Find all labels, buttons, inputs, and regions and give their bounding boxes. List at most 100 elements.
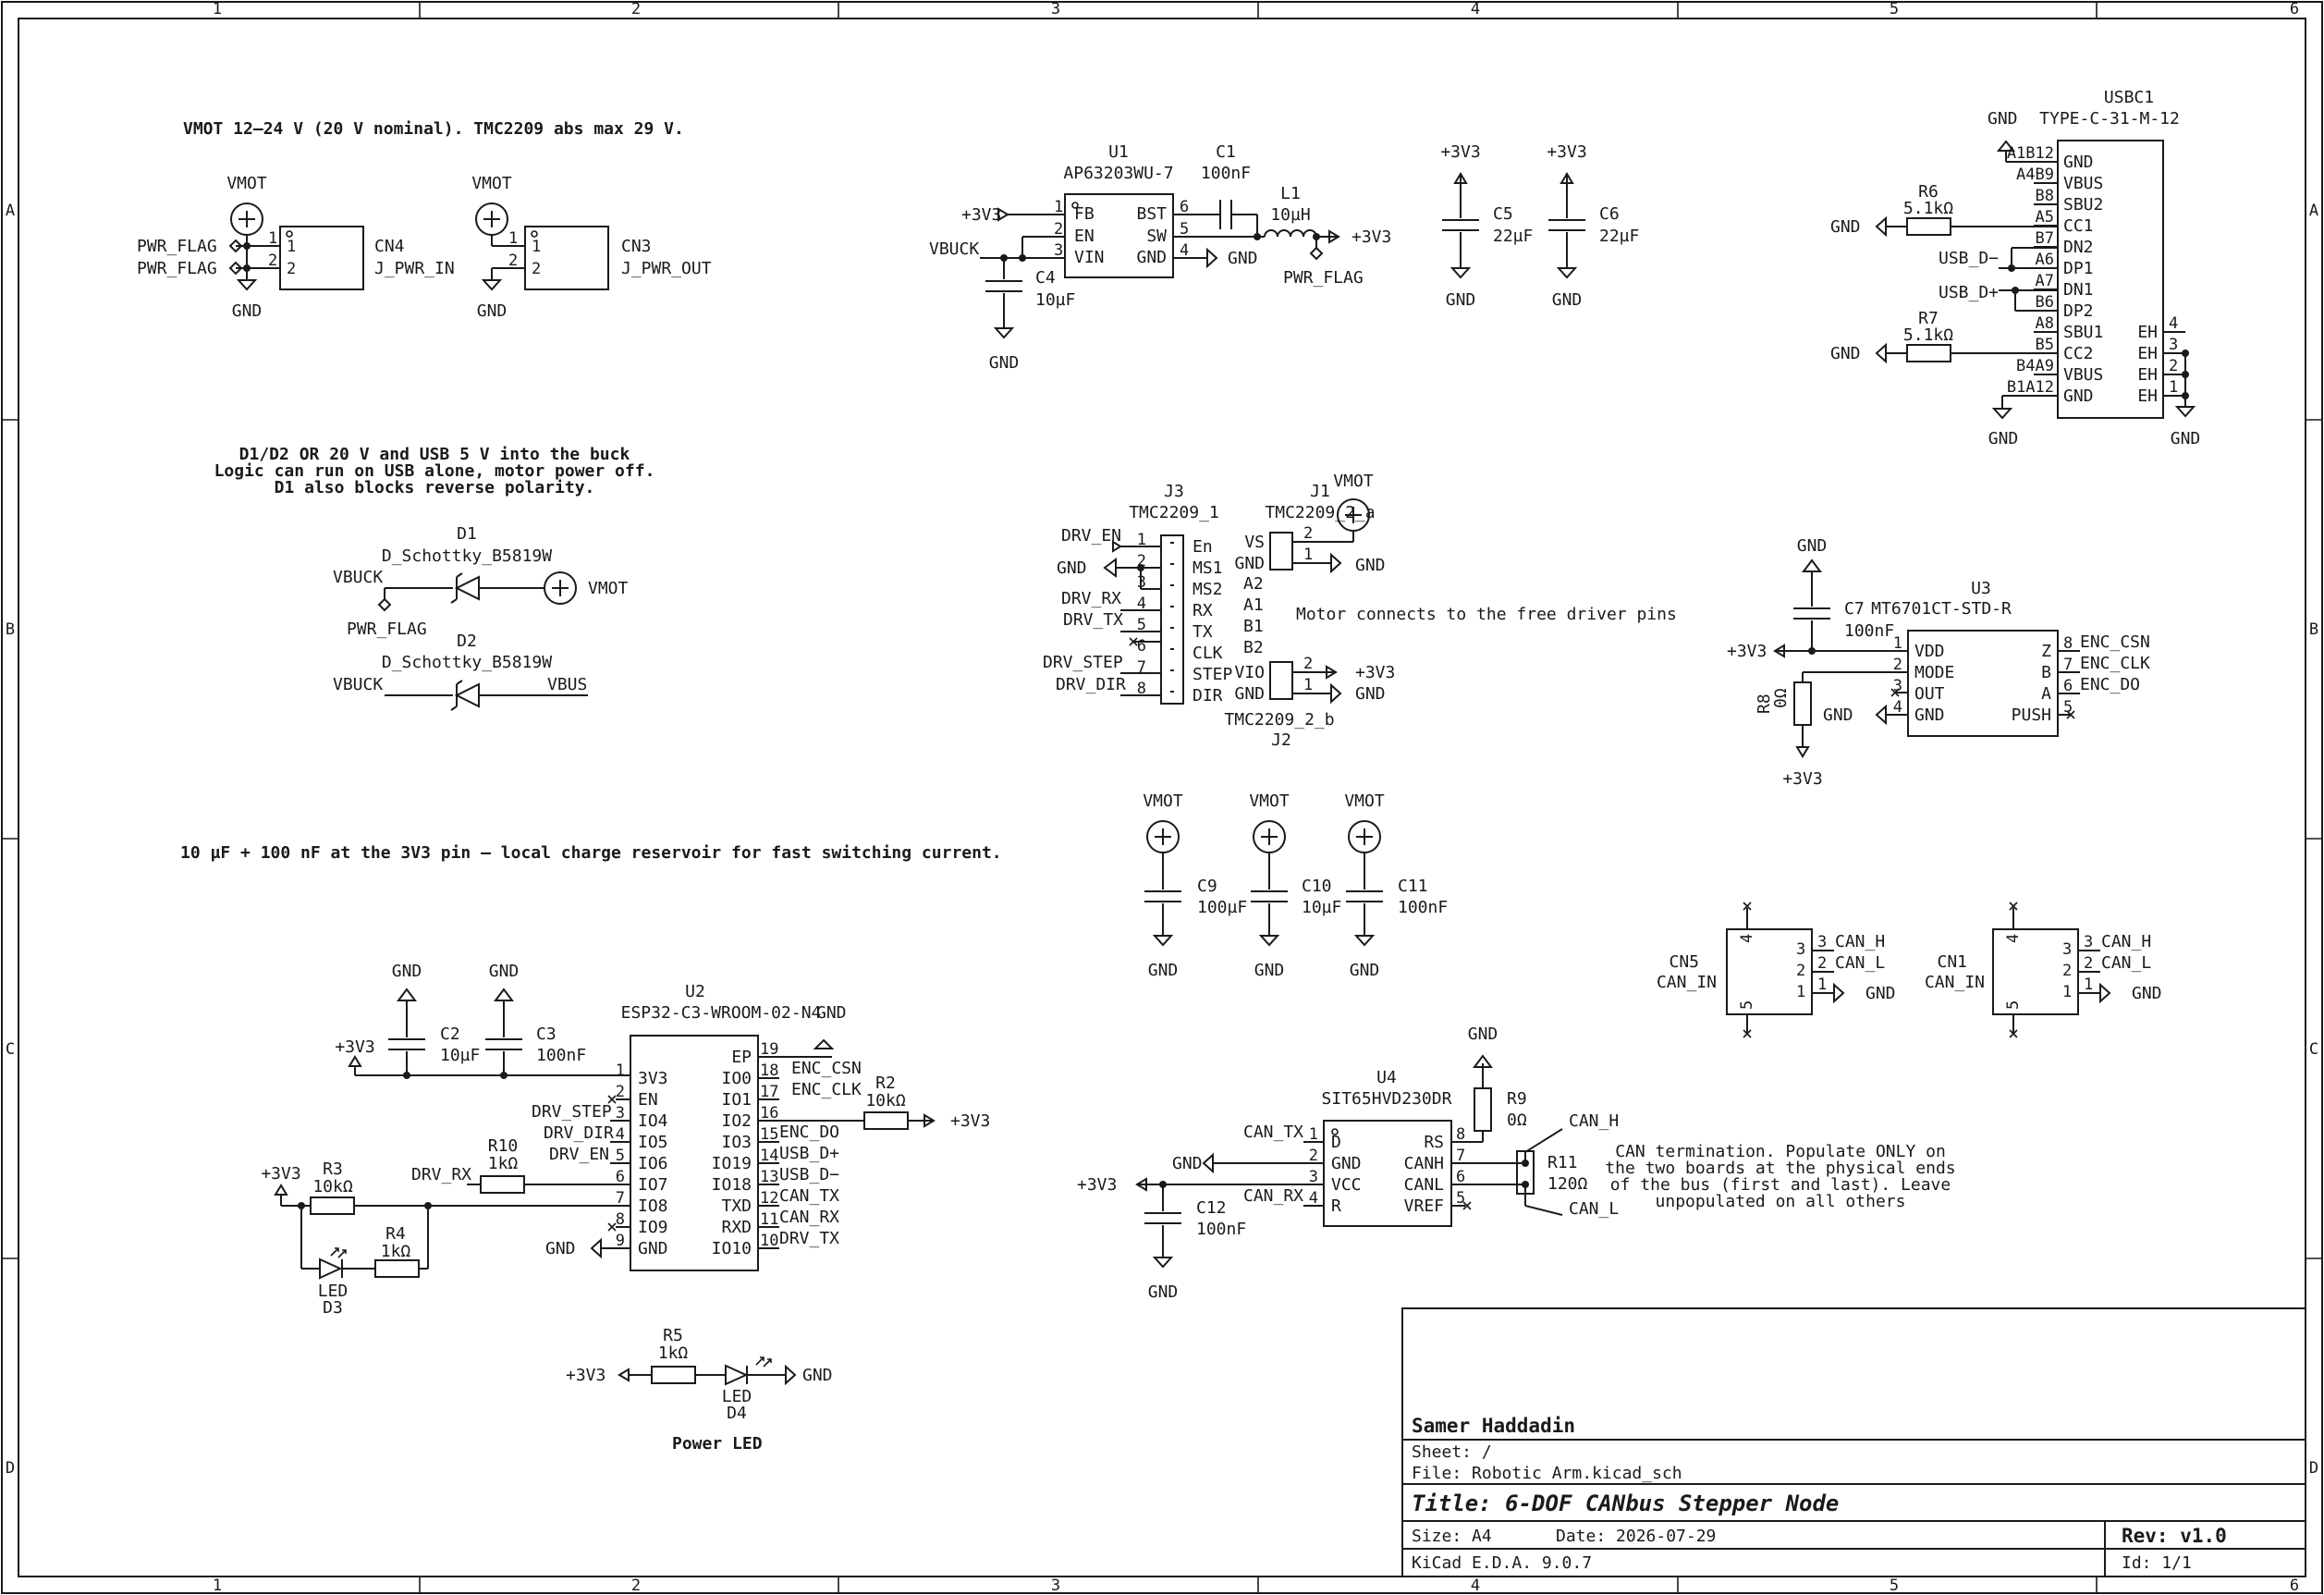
net-gnd-c2: GND [392,962,422,981]
r5-ref: R5 [663,1326,683,1345]
u2-pin-name: IO7 [638,1175,668,1195]
r9-ref: R9 [1507,1089,1527,1109]
svg-text:2: 2 [268,252,277,270]
j2-pin-name: GND [1234,684,1265,704]
net-drv-tx-j3: DRV_TX [1063,610,1123,630]
r2-value: 10kΩ [865,1091,906,1110]
net-gnd-u3: GND [1823,705,1853,725]
svg-text:2: 2 [2062,962,2072,980]
frame-col-3-top: 3 [1051,0,1060,18]
gnd-icon [1833,982,1845,1004]
j2-pin-number: 2 [1303,655,1313,673]
gnd-icon [785,1364,797,1386]
c9-ref: C9 [1197,877,1217,896]
net-vmot-d1: VMOT [588,579,629,598]
gnd-icon [1206,247,1218,269]
u2-pin-number: 15 [760,1125,778,1144]
c1-ref: C1 [1216,142,1236,162]
u2-pin-name: IO0 [721,1069,752,1088]
u2-pin-number: 1 [616,1061,625,1080]
usbc1-eh-name: EH [2137,386,2158,406]
svg-text:2: 2 [1796,962,1805,980]
gnd-icon [1449,267,1472,279]
u4-pin-name: VCC [1331,1175,1362,1195]
net-gnd-c3: GND [489,962,520,981]
c1-value: 100nF [1201,164,1251,183]
net-vbuck-d2: VBUCK [333,675,383,694]
j1-pin-name: VS [1244,533,1265,552]
net-can-h-cn5: CAN_H [1835,932,1885,951]
net-vmot-c9: VMOT [1143,791,1183,811]
frame-row-a-left: A [6,202,15,220]
v3v3-arrow-icon [1328,229,1340,244]
net-can-l-cn5: CAN_L [1835,953,1885,973]
net-gnd-u4: GND [1172,1154,1203,1173]
frame-col-6-top: 6 [2290,0,2299,18]
u2-pin-name: IO1 [721,1090,752,1110]
j3-pin-name: STEP [1193,665,1233,684]
l1-coil [1264,229,1317,238]
j3-pin-number: 5 [1137,616,1146,634]
usbc1-pin-name: DN1 [2063,280,2094,300]
title-size: Size: A4 [1412,1527,1492,1546]
title-file: File: Robotic Arm.kicad_sch [1412,1464,1682,1483]
u3-pin-name: VDD [1914,642,1945,661]
note-diode-1: D1/D2 OR 20 V and USB 5 V into the buck [239,445,630,464]
l1-value: 10µH [1270,205,1310,225]
net-enc-do-u3: ENC_DO [2080,675,2140,694]
u2-pin-number: 6 [616,1168,625,1186]
frame-col-4-bottom: 4 [1471,1577,1480,1595]
u3-ref: U3 [1971,579,1991,598]
notes-plain: Motor connects to the free driver pins C… [1296,605,1956,1211]
net-gnd-d4: GND [802,1366,833,1385]
driver-free-pin: A2 [1243,574,1264,594]
j1-body [1269,532,1293,571]
usbc1-pin-name: CC1 [2063,216,2094,236]
d1-triangle [454,575,480,601]
usbc1-pin-number: B8 [2036,187,2054,205]
frame-col-1-bottom: 1 [213,1577,222,1595]
u1-pin-fb: FB [1074,204,1095,224]
svg-text:1: 1 [1054,198,1063,216]
net-gnd-usbc-top: GND [1988,109,2018,129]
frame-col-3-bottom: 3 [1051,1577,1060,1595]
svg-text:1: 1 [508,229,518,248]
u2-pin-number: 11 [760,1210,778,1229]
gnd-icon [1473,1054,1493,1068]
pwr-flag-icon [228,261,243,276]
c11-ref: C11 [1398,877,1428,896]
c4-value: 10µF [1035,290,1075,310]
usbc1-pin-name: SBU2 [2063,195,2103,215]
note-diode-2: Logic can run on USB alone, motor power … [214,461,655,481]
c2-value: 10µF [440,1046,480,1065]
j1-pin-number: 2 [1303,524,1313,543]
r8-value: 0Ω [1771,688,1791,708]
u3-pin-name: MODE [1914,663,1954,682]
pwr-flag-icon [228,239,243,253]
usb-c-connector: USBC1 TYPE-C-31-M-12 GND GNDA1B12VBUSA4B… [1830,88,2200,448]
c7-ref: C7 [1844,599,1865,619]
svg-text:2: 2 [1054,220,1063,239]
u3-pin-number: 4 [1893,698,1902,717]
gnd-icon [1556,267,1578,279]
net-gnd-cn4: GND [232,301,263,321]
c3-value: 100nF [536,1046,586,1065]
j2-pin-number: 1 [1303,676,1313,694]
j1-pin-number: 1 [1303,546,1313,564]
u4-value: SIT65HVD230DR [1322,1089,1452,1109]
v3v3-arrow-icon [618,1368,630,1382]
cn4-ref: CN4 [374,237,405,256]
u2-pin-name: TXD [721,1196,752,1216]
net-drv-en-j3: DRV_EN [1061,526,1121,546]
u2-pin-name: GND [638,1239,668,1258]
u4-pin-number: 5 [1456,1189,1465,1208]
r4-value: 1kΩ [381,1242,411,1261]
net-drv-en-u2: DRV_EN [549,1145,609,1164]
u2-pin-number: 16 [760,1104,778,1123]
encoder-u3: GND C7 100nF U3 MT6701CT-STD-R VDD1MODE2… [1727,536,2150,789]
u3-pin-number: 3 [1893,677,1902,695]
r7-body [1906,344,1951,362]
title-main: Title: 6-DOF CANbus Stepper Node [1412,1491,1839,1516]
